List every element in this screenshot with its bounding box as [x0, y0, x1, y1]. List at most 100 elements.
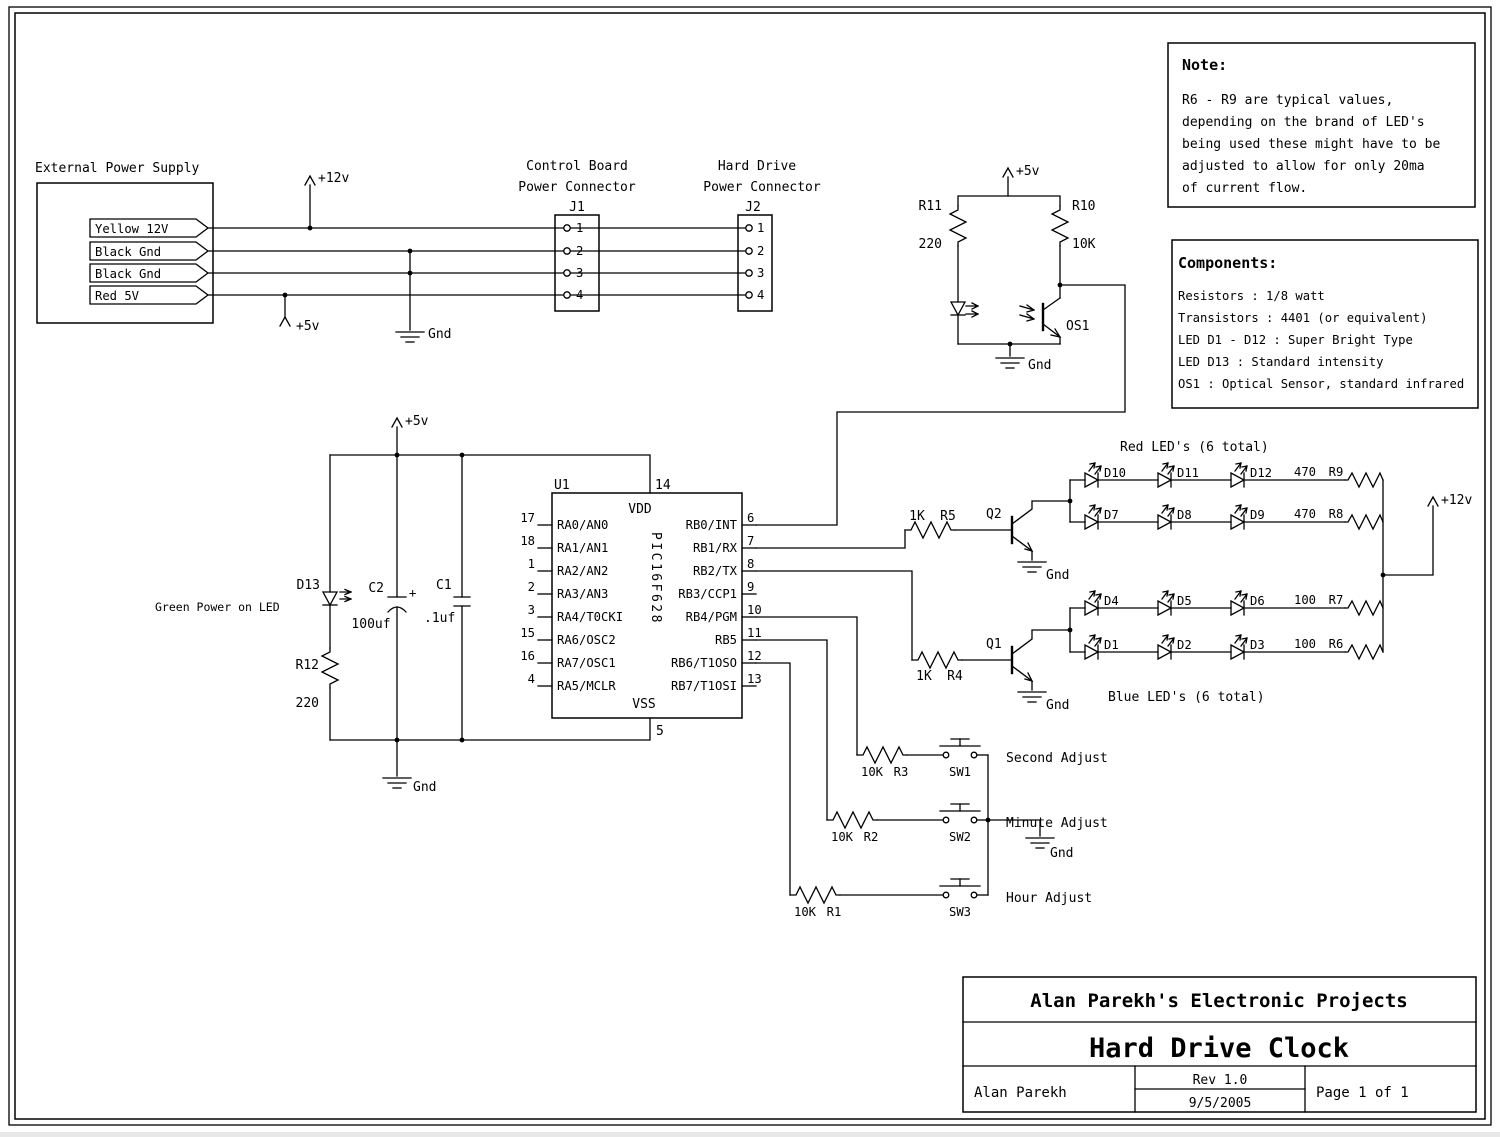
main-gnd-label: Gnd	[413, 780, 436, 795]
d7-label: D7	[1104, 508, 1119, 522]
j2-pin-3-circle	[745, 269, 753, 277]
q1-ref-label: Q1	[986, 637, 1002, 652]
components-line-4: LED D13 : Standard intensity	[1178, 355, 1383, 369]
sensor-output-wire	[755, 284, 1126, 526]
note-line-1: R6 - R9 are typical values,	[1182, 93, 1393, 108]
j1-pin-4: 4	[576, 288, 583, 302]
p5v-supply-arrow	[279, 316, 291, 327]
ic-pin-label-ra4: RA4/T0CKI	[557, 610, 623, 624]
j2-pin-1: 1	[757, 221, 764, 235]
ic-pin-num-4: 4	[528, 672, 535, 686]
switch-sw2	[939, 803, 981, 824]
power-supply-title: External Power Supply	[35, 161, 200, 176]
d5-label: D5	[1177, 594, 1192, 608]
led-row-d1-d3	[1069, 634, 1384, 660]
resistor-r6	[1344, 644, 1384, 660]
j1-pin-3: 3	[576, 266, 583, 280]
sw3-ref-label: SW3	[949, 905, 971, 919]
ic-pin-label-ra2: RA2/AN2	[557, 564, 608, 578]
d13-ref-label: D13	[297, 578, 320, 593]
ic-pin-num-8: 8	[747, 557, 754, 571]
ic-vdd-label: VDD	[628, 502, 652, 517]
ic-vss-label: VSS	[632, 697, 655, 712]
adjust-switches: 10K R3 SW1 Second Adjust 10K R2 SW2 Minu…	[755, 616, 1108, 919]
ir-led-symbol	[949, 245, 979, 345]
d8-label: D8	[1177, 508, 1192, 522]
r8-ref-label: R8	[1329, 507, 1344, 521]
resistor-r10	[1051, 205, 1069, 247]
c2-value-label: 100uf	[351, 617, 390, 632]
j1-title-line1: Control Board	[526, 159, 628, 174]
ic-pin-num-12: 12	[747, 649, 762, 663]
r11-ref-label: R11	[919, 199, 942, 214]
ic-pin-label-ra3: RA3/AN3	[557, 587, 608, 601]
wire-flag-black-gnd-2: Black Gnd	[95, 267, 161, 281]
q2-ground-symbol	[1017, 561, 1047, 573]
p12v-led-arrow	[1427, 496, 1439, 507]
title-block: Alan Parekh's Electronic Projects Hard D…	[962, 976, 1477, 1113]
j2-pin-2: 2	[757, 244, 764, 258]
r3-value-label: 10K	[861, 765, 884, 779]
ic-pin-label-rb7: RB7/T1OSI	[671, 679, 737, 693]
sw1-ref-label: SW1	[949, 765, 971, 779]
q1-ground-symbol	[1017, 691, 1047, 703]
second-adjust-caption: Second Adjust	[1006, 751, 1108, 766]
j1-title-line2: Power Connector	[518, 180, 636, 195]
r6-value-label: 100	[1294, 637, 1316, 651]
j2-ref: J2	[745, 200, 761, 215]
ic-pin-label-ra1: RA1/AN1	[557, 541, 608, 555]
components-line-5: OS1 : Optical Sensor, standard infrared	[1178, 377, 1464, 391]
led-row-d7-d9	[1069, 504, 1384, 530]
ic-pin-num-6: 6	[747, 511, 754, 525]
page-number: Page 1 of 1	[1316, 1085, 1409, 1101]
wire-flag-black-gnd-1: Black Gnd	[95, 245, 161, 259]
q2-ref-label: Q2	[986, 507, 1002, 522]
components-line-3: LED D1 - D12 : Super Bright Type	[1178, 333, 1413, 347]
date-label: 9/5/2005	[1189, 1096, 1252, 1111]
j1-pin-1: 1	[576, 221, 583, 235]
optical-gnd-label: Gnd	[1028, 358, 1051, 373]
r8-value-label: 470	[1294, 507, 1316, 521]
capacitor-c1	[453, 454, 471, 741]
r3-ref-label: R3	[894, 765, 909, 779]
ic-vss-pin-number: 5	[656, 724, 664, 739]
author-name: Alan Parekh	[974, 1085, 1067, 1101]
j1-pin-2: 2	[576, 244, 583, 258]
r7-ref-label: R7	[1329, 593, 1344, 607]
ic-pin-num-13: 13	[747, 672, 762, 686]
ic-right-pin-stubs	[741, 524, 757, 687]
j1-ref: J1	[569, 200, 585, 215]
connector-j2: Hard Drive Power Connector J2 1 2 3 4	[703, 159, 821, 312]
r2-value-label: 10K	[831, 830, 854, 844]
j2-pin-2-circle	[745, 247, 753, 255]
r6-ref-label: R6	[1329, 637, 1344, 651]
ic-pin-num-11: 11	[747, 626, 762, 640]
r5-value-label: 1K	[909, 509, 925, 524]
switches-gnd-label: Gnd	[1050, 846, 1073, 861]
note-box: Note: R6 - R9 are typical values, depend…	[1167, 42, 1476, 208]
ic-pin-num-15: 15	[520, 626, 535, 640]
hour-adjust-caption: Hour Adjust	[1006, 891, 1092, 906]
components-line-1: Resistors : 1/8 watt	[1178, 289, 1325, 303]
optical-sensor-circuit: +5v R11 220 R10 10K OS1 Gnd	[755, 164, 1126, 526]
external-power-supply: External Power Supply Yellow 12V Black G…	[35, 161, 568, 343]
ic-pin-num-18: 18	[520, 534, 535, 548]
ic-part-number: PIC16F628	[648, 532, 663, 625]
ic-pin-label-rb3: RB3/CCP1	[678, 587, 737, 601]
ic-ref-label: U1	[554, 478, 570, 493]
resistor-r12	[321, 647, 339, 689]
resistor-r2	[826, 811, 878, 829]
minute-adjust-caption: Minute Adjust	[1006, 816, 1108, 831]
led-supply-bus: +12v	[1380, 479, 1472, 653]
transistor-q2	[1010, 500, 1071, 561]
components-heading: Components:	[1178, 254, 1277, 272]
j2-pin-4: 4	[757, 288, 764, 302]
j1-pin-1-circle	[563, 224, 571, 232]
wire-flag-red-5v: Red 5V	[95, 289, 139, 303]
ic-pin-label-ra6: RA6/OSC2	[557, 633, 616, 647]
p5v-optical-arrow	[1002, 167, 1014, 178]
transistor-q1	[1010, 629, 1071, 691]
r2-ref-label: R2	[864, 830, 879, 844]
